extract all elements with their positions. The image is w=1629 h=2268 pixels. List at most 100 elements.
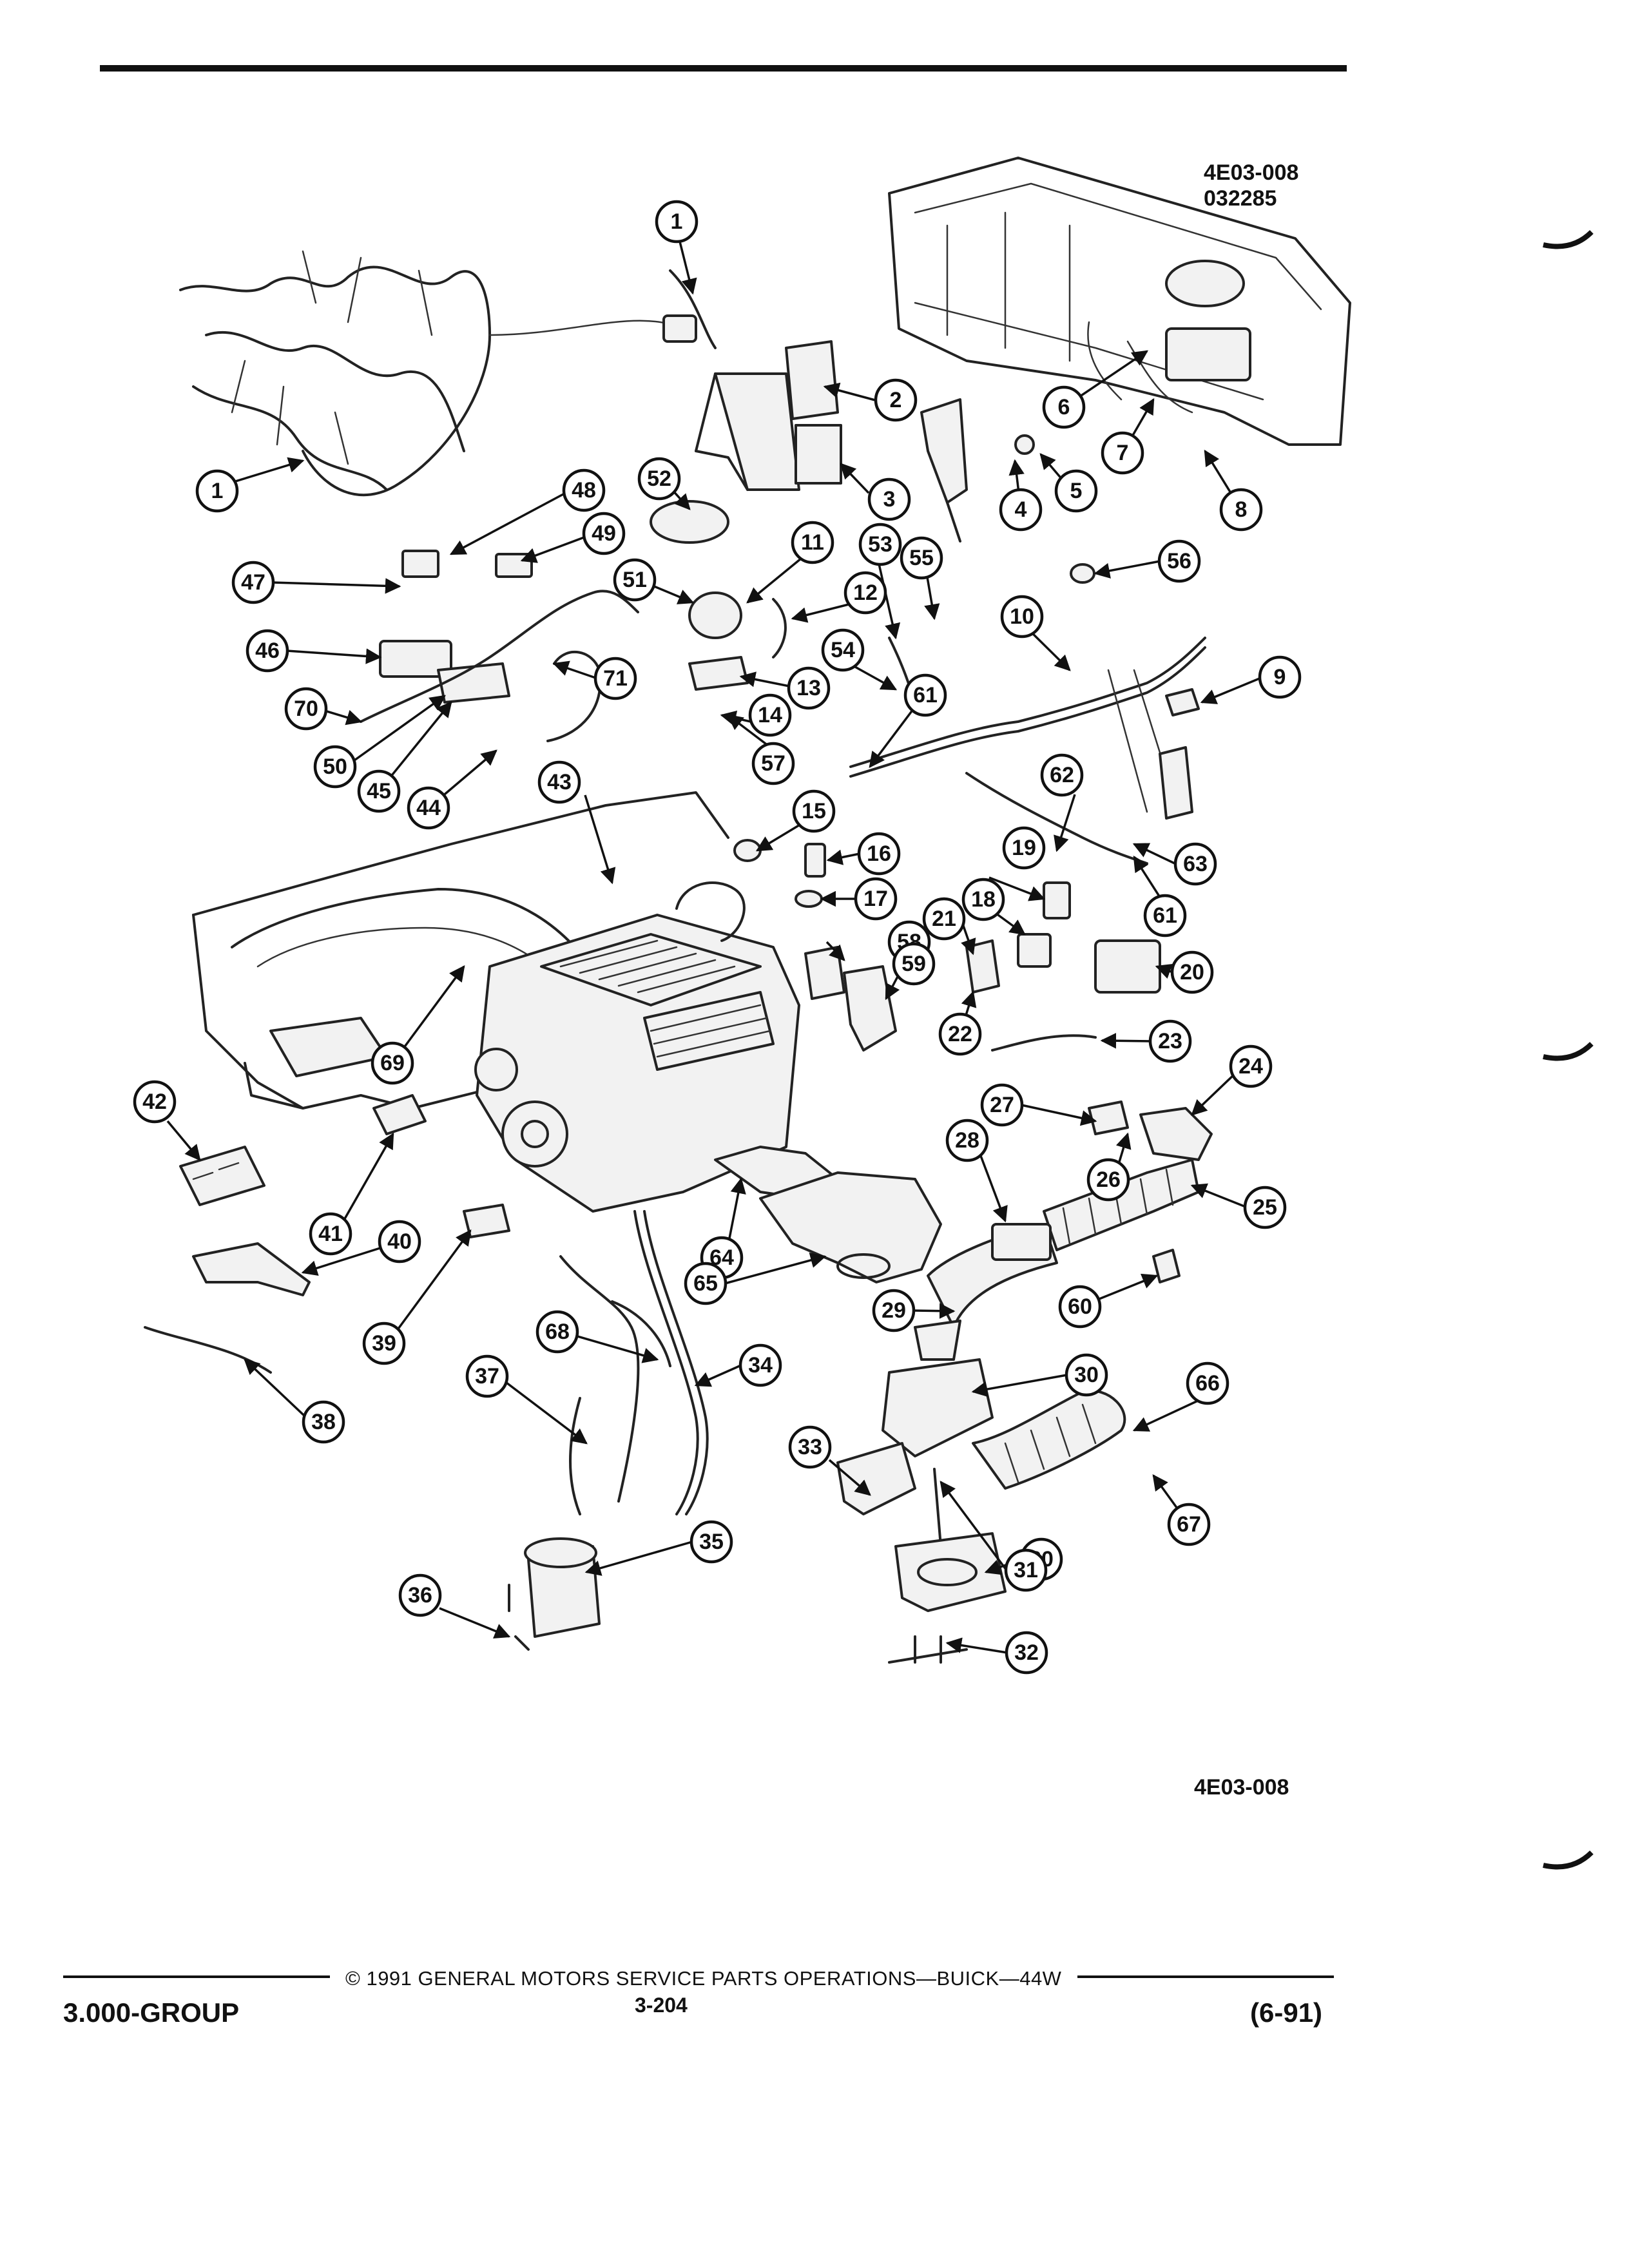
svg-text:2: 2 (890, 388, 902, 412)
callout-32: 32 (1005, 1631, 1048, 1675)
callout-60: 60 (1058, 1285, 1102, 1329)
bracket-drawing (695, 340, 842, 491)
lines-drawing (849, 637, 1206, 865)
svg-text:51: 51 (622, 568, 647, 592)
callout-57: 57 (751, 742, 795, 785)
svg-text:43: 43 (547, 770, 572, 794)
svg-text:13: 13 (796, 676, 821, 700)
svg-text:32: 32 (1014, 1640, 1039, 1665)
upper-middle-components-drawing (360, 500, 787, 742)
callout-69: 69 (371, 1041, 414, 1085)
svg-text:22: 22 (948, 1022, 972, 1046)
callout-55: 55 (900, 536, 943, 580)
callout-23: 23 (1148, 1019, 1192, 1063)
svg-text:35: 35 (699, 1530, 724, 1554)
callout-25: 25 (1243, 1186, 1287, 1229)
svg-text:1: 1 (671, 209, 683, 234)
hoses-drawing (559, 1210, 709, 1515)
svg-text:53: 53 (868, 532, 892, 557)
callout-14: 14 (748, 693, 792, 737)
callout-42: 42 (133, 1080, 177, 1124)
callout-4: 4 (999, 488, 1043, 532)
svg-text:52: 52 (647, 466, 671, 491)
callout-53: 53 (858, 523, 902, 566)
svg-text:71: 71 (603, 666, 628, 691)
svg-text:50: 50 (323, 754, 347, 779)
svg-text:21: 21 (932, 907, 956, 931)
callout-18: 18 (961, 878, 1005, 921)
svg-text:41: 41 (318, 1222, 343, 1246)
callout-6: 6 (1042, 385, 1086, 429)
callout-61-upper: 61 (903, 673, 947, 717)
callout-43: 43 (537, 760, 581, 804)
callout-2: 2 (874, 378, 918, 422)
svg-text:38: 38 (311, 1410, 336, 1434)
svg-text:54: 54 (831, 638, 855, 662)
callout-7: 7 (1101, 431, 1144, 475)
callout-8: 8 (1219, 488, 1263, 532)
callout-29: 29 (872, 1289, 916, 1332)
callout-30-upper: 30 (1065, 1353, 1108, 1397)
svg-text:15: 15 (802, 799, 826, 823)
svg-text:23: 23 (1158, 1029, 1182, 1053)
callout-66: 66 (1186, 1361, 1229, 1405)
edge-mark (1543, 230, 1594, 249)
svg-text:69: 69 (380, 1051, 405, 1075)
svg-text:27: 27 (990, 1093, 1014, 1117)
callout-37: 37 (465, 1354, 509, 1398)
svg-text:68: 68 (545, 1320, 570, 1344)
callout-19: 19 (1002, 826, 1046, 870)
callout-41: 41 (309, 1212, 352, 1256)
svg-text:20: 20 (1180, 960, 1204, 985)
svg-text:6: 6 (1058, 395, 1070, 419)
svg-text:17: 17 (863, 887, 888, 911)
svg-text:5: 5 (1070, 479, 1083, 503)
svg-text:31: 31 (1014, 1558, 1038, 1582)
svg-text:14: 14 (758, 703, 782, 727)
callout-36: 36 (398, 1573, 442, 1617)
svg-text:60: 60 (1068, 1294, 1092, 1319)
pedal-bracket-drawing (920, 398, 1035, 543)
svg-text:65: 65 (693, 1271, 718, 1296)
engine-drawing (474, 881, 800, 1213)
callout-61-lower: 61 (1143, 894, 1187, 937)
callout-46: 46 (246, 629, 289, 673)
callout-24: 24 (1229, 1044, 1273, 1088)
callout-67: 67 (1167, 1503, 1211, 1546)
svg-text:46: 46 (255, 639, 280, 663)
callout-16: 16 (857, 832, 901, 876)
svg-text:7: 7 (1117, 441, 1129, 465)
svg-text:39: 39 (372, 1331, 396, 1356)
svg-text:67: 67 (1177, 1512, 1201, 1537)
svg-text:40: 40 (387, 1229, 412, 1254)
callout-28: 28 (945, 1119, 989, 1162)
callout-22: 22 (938, 1012, 982, 1056)
callout-40: 40 (378, 1220, 421, 1264)
canister-drawing (508, 1537, 601, 1651)
svg-text:26: 26 (1096, 1168, 1121, 1192)
callout-33: 33 (788, 1425, 832, 1469)
callout-15: 15 (792, 789, 836, 833)
svg-text:70: 70 (294, 697, 318, 721)
callout-71: 71 (593, 657, 637, 700)
air-intake-drawing (836, 1107, 1213, 1664)
svg-text:42: 42 (142, 1090, 167, 1114)
callout-34: 34 (738, 1343, 782, 1387)
svg-text:45: 45 (367, 779, 391, 803)
svg-text:62: 62 (1050, 763, 1074, 787)
svg-text:61: 61 (1153, 903, 1177, 928)
callout-59: 59 (892, 942, 936, 986)
svg-text:28: 28 (955, 1128, 979, 1153)
callout-27: 27 (980, 1083, 1024, 1127)
callout-65: 65 (684, 1262, 728, 1305)
exhaust-manifold-drawing (714, 1146, 942, 1283)
callout-45: 45 (357, 769, 401, 813)
callout-1-left: 1 (195, 469, 239, 513)
svg-text:25: 25 (1253, 1195, 1277, 1220)
figure-code: 032285 (1204, 186, 1277, 211)
callout-3: 3 (867, 477, 911, 521)
svg-text:18: 18 (971, 887, 996, 912)
figure-id-bottom: 4E03-008 (1194, 1775, 1289, 1800)
left-components-drawing (144, 1094, 510, 1374)
edge-mark (1543, 1042, 1594, 1061)
